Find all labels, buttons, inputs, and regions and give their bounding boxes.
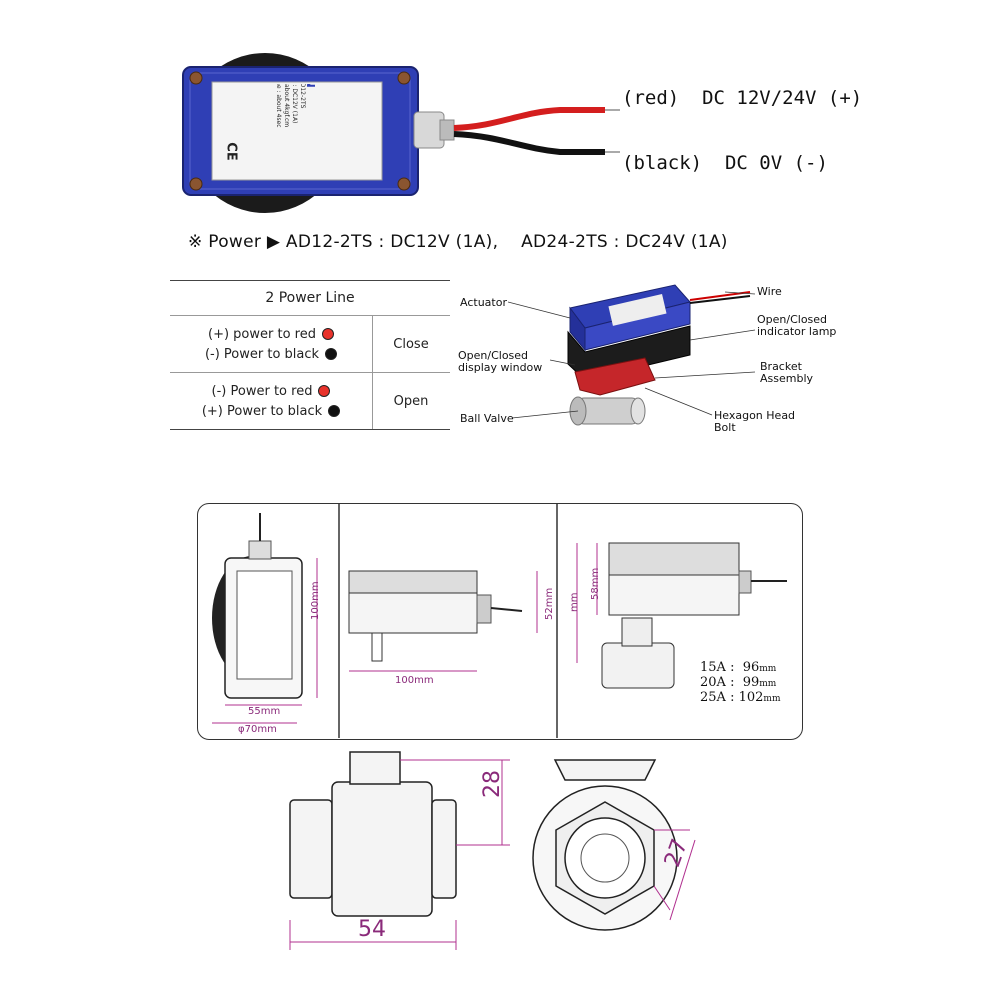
power-line: (+) Power to black: [201, 403, 341, 419]
power-action: Open: [393, 393, 429, 409]
callout-wire: Wire: [757, 285, 782, 298]
red-dot-icon: [321, 328, 334, 340]
power-line-text: (+) Power to black: [201, 403, 323, 419]
screw-icon: [189, 71, 203, 85]
dim-right-height: 58mm: [590, 567, 601, 600]
black-dot-icon: [328, 405, 341, 417]
size-row: 20A : 99mm: [700, 675, 777, 690]
actuator-wiring-figure: [182, 53, 620, 213]
size-value: 96: [742, 660, 760, 675]
label-supply: Power Supply : DC12V (1A): [290, 84, 298, 178]
black-wire: [453, 131, 605, 155]
label-time: Operating Time : about 4sec: [275, 84, 282, 128]
power-action: Close: [393, 336, 429, 352]
screw-icon: [189, 177, 203, 191]
label-torque: Max. Torque : about 4kgf.cm: [283, 84, 290, 128]
power-line-text: (-) Power to red: [211, 383, 313, 399]
size-row: 15A : 96mm: [700, 660, 777, 675]
ce-mark-icon: CE: [223, 142, 239, 161]
power-line: (-) Power to black: [204, 346, 338, 362]
size-row: 25A : 102mm: [700, 690, 781, 705]
power-note: ※ Power ▶ AD12-2TS : DC12V (1A), AD24-2T…: [188, 232, 728, 252]
label-brand: VAL ON: [304, 84, 317, 178]
product-label: [211, 81, 383, 181]
red-wire: [453, 107, 605, 131]
callout-bracket: Bracket Assembly: [760, 360, 814, 385]
red-dot-icon: [318, 385, 331, 397]
size-unit: mm: [759, 679, 777, 689]
product-label-text: VAL ON Model NO. : AD12-2TS Power Supply…: [214, 84, 380, 178]
assembly-illustration: [507, 284, 756, 426]
power-line-table: 2 Power Line (+) power to red (-) Power …: [170, 280, 450, 430]
black-wire-label: (black) DC 0V (-): [622, 152, 828, 174]
callout-display: Open/Closed display window: [458, 349, 543, 374]
size-table: 15A : 96mm 20A : 99mm 25A : 102mm: [700, 660, 781, 705]
size-label: 15A: [700, 660, 726, 675]
dimension-panel: [197, 503, 803, 740]
black-dot-icon: [325, 348, 338, 360]
dim-front-width: 55mm: [248, 706, 281, 717]
size-label: 20A: [700, 675, 726, 690]
dim-side-length: 100mm: [395, 675, 434, 686]
power-line-text: (+) power to red: [208, 326, 316, 342]
red-wire-label: (red) DC 12V/24V (+): [622, 87, 863, 109]
dim-valve-width: 54: [358, 917, 386, 942]
screw-icon: [397, 177, 411, 191]
table-row: (-) Power to red (+) Power to black Open: [170, 373, 450, 429]
size-value: 102: [738, 690, 764, 705]
size-unit: mm: [763, 694, 781, 704]
dim-valve-height: 28: [480, 770, 505, 798]
size-unit: mm: [759, 664, 777, 674]
screw-icon: [397, 71, 411, 85]
dimension-drawings: [212, 503, 787, 738]
dim-front-dia: φ70mm: [238, 724, 277, 735]
power-table-header: 2 Power Line: [170, 281, 450, 316]
callout-hex-bolt: Hexagon Head Bolt: [714, 409, 796, 434]
table-row: (+) power to red (-) Power to black Clos…: [170, 316, 450, 373]
power-line: (+) power to red: [208, 327, 334, 342]
dim-side-height: 52mm: [544, 587, 555, 620]
power-line: (-) Power to red: [212, 384, 331, 399]
callout-ball-valve: Ball Valve: [460, 412, 514, 425]
callout-actuator: Actuator: [460, 296, 507, 309]
power-line-text: (-) Power to black: [204, 346, 320, 362]
ball-valve-drawings: [289, 751, 696, 950]
size-label: 25A: [700, 690, 726, 705]
dim-right-unit: mm: [569, 592, 580, 612]
size-value: 99: [742, 675, 760, 690]
dim-front-height: 100mm: [310, 581, 321, 620]
callout-indicator: Open/Closed indicator lamp: [757, 313, 837, 338]
label-model: Model NO. : AD12-2TS: [298, 84, 306, 178]
